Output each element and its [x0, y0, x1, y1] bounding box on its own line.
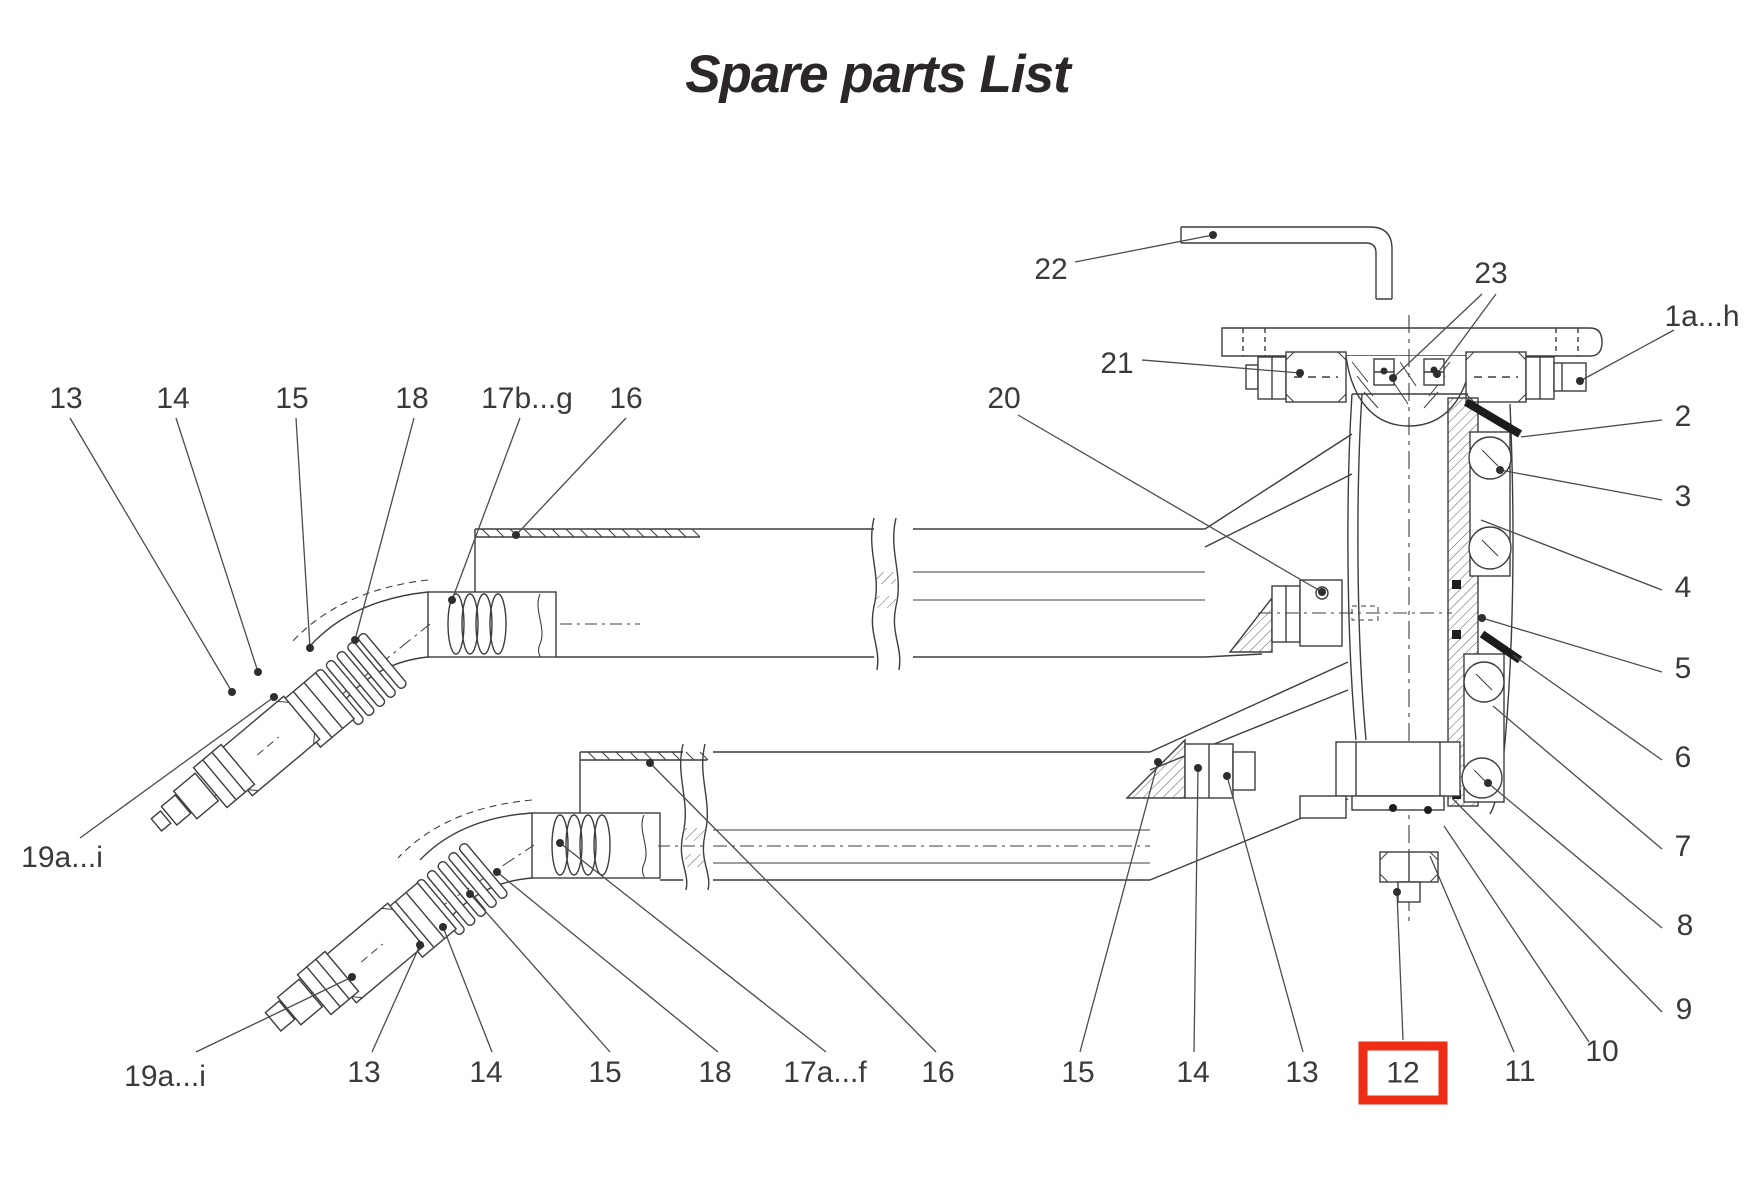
- lower-coupling: [397, 799, 706, 919]
- page-title: Spare parts List: [685, 45, 1071, 104]
- part-label-13-upper[interactable]: 13: [49, 382, 83, 415]
- part-label-19a-i-left[interactable]: 19a...i: [21, 841, 103, 874]
- part-label-14-right[interactable]: 14: [1176, 1056, 1210, 1089]
- part-label-22[interactable]: 22: [1034, 253, 1068, 286]
- part-label-16-lower[interactable]: 16: [921, 1056, 955, 1089]
- part-label-15-right[interactable]: 15: [1061, 1056, 1095, 1089]
- part-label-5[interactable]: 5: [1674, 652, 1692, 685]
- part-label-16-upper[interactable]: 16: [609, 382, 643, 415]
- part-label-19a-i-lower[interactable]: 19a...i: [124, 1060, 206, 1093]
- part-label-6[interactable]: 6: [1674, 741, 1692, 774]
- part-label-18-lower[interactable]: 18: [698, 1056, 732, 1089]
- lower-bend-assembly: [264, 842, 535, 1032]
- hex-key: [1180, 226, 1393, 300]
- part-label-1a-h[interactable]: 1a...h: [1664, 300, 1740, 333]
- part-label-15-lower[interactable]: 15: [588, 1056, 622, 1089]
- part-label-9[interactable]: 9: [1675, 993, 1693, 1026]
- part-label-20[interactable]: 20: [987, 382, 1021, 415]
- part-label-4[interactable]: 4: [1674, 571, 1692, 604]
- leader-dots: [228, 231, 1584, 981]
- part-label-11[interactable]: 11: [1504, 1055, 1536, 1088]
- top-bar: [1221, 327, 1603, 357]
- leader-lines: [69, 234, 1675, 1053]
- part-label-3[interactable]: 3: [1674, 480, 1692, 513]
- part-label-7[interactable]: 7: [1674, 830, 1692, 863]
- part-label-21[interactable]: 21: [1100, 347, 1134, 380]
- part-label-17a-f[interactable]: 17a...f: [783, 1056, 867, 1089]
- part-label-8[interactable]: 8: [1676, 909, 1694, 942]
- swivel-fitting-right: [1465, 351, 1587, 403]
- swivel-fitting-left: [1245, 351, 1347, 403]
- part-label-13-right[interactable]: 13: [1285, 1056, 1319, 1089]
- part-label-15-upper[interactable]: 15: [275, 382, 309, 415]
- part-label-23[interactable]: 23: [1474, 257, 1508, 290]
- part-label-17b-g[interactable]: 17b...g: [481, 382, 573, 415]
- part-label-2[interactable]: 2: [1674, 400, 1692, 433]
- part-label-14-upper[interactable]: 14: [156, 382, 190, 415]
- part-label-13-lower[interactable]: 13: [347, 1056, 381, 1089]
- manifold-section: [1347, 315, 1523, 925]
- outlet-block: [1299, 741, 1461, 903]
- part-label-10[interactable]: 10: [1585, 1035, 1619, 1068]
- part-label-12[interactable]: 12: [1358, 1041, 1448, 1105]
- upper-bend-assembly: [150, 623, 431, 832]
- upper-tube: [474, 433, 1353, 671]
- lower-tube: [579, 661, 1349, 891]
- part-label-14-lower[interactable]: 14: [469, 1056, 503, 1089]
- part-label-18-upper[interactable]: 18: [395, 382, 429, 415]
